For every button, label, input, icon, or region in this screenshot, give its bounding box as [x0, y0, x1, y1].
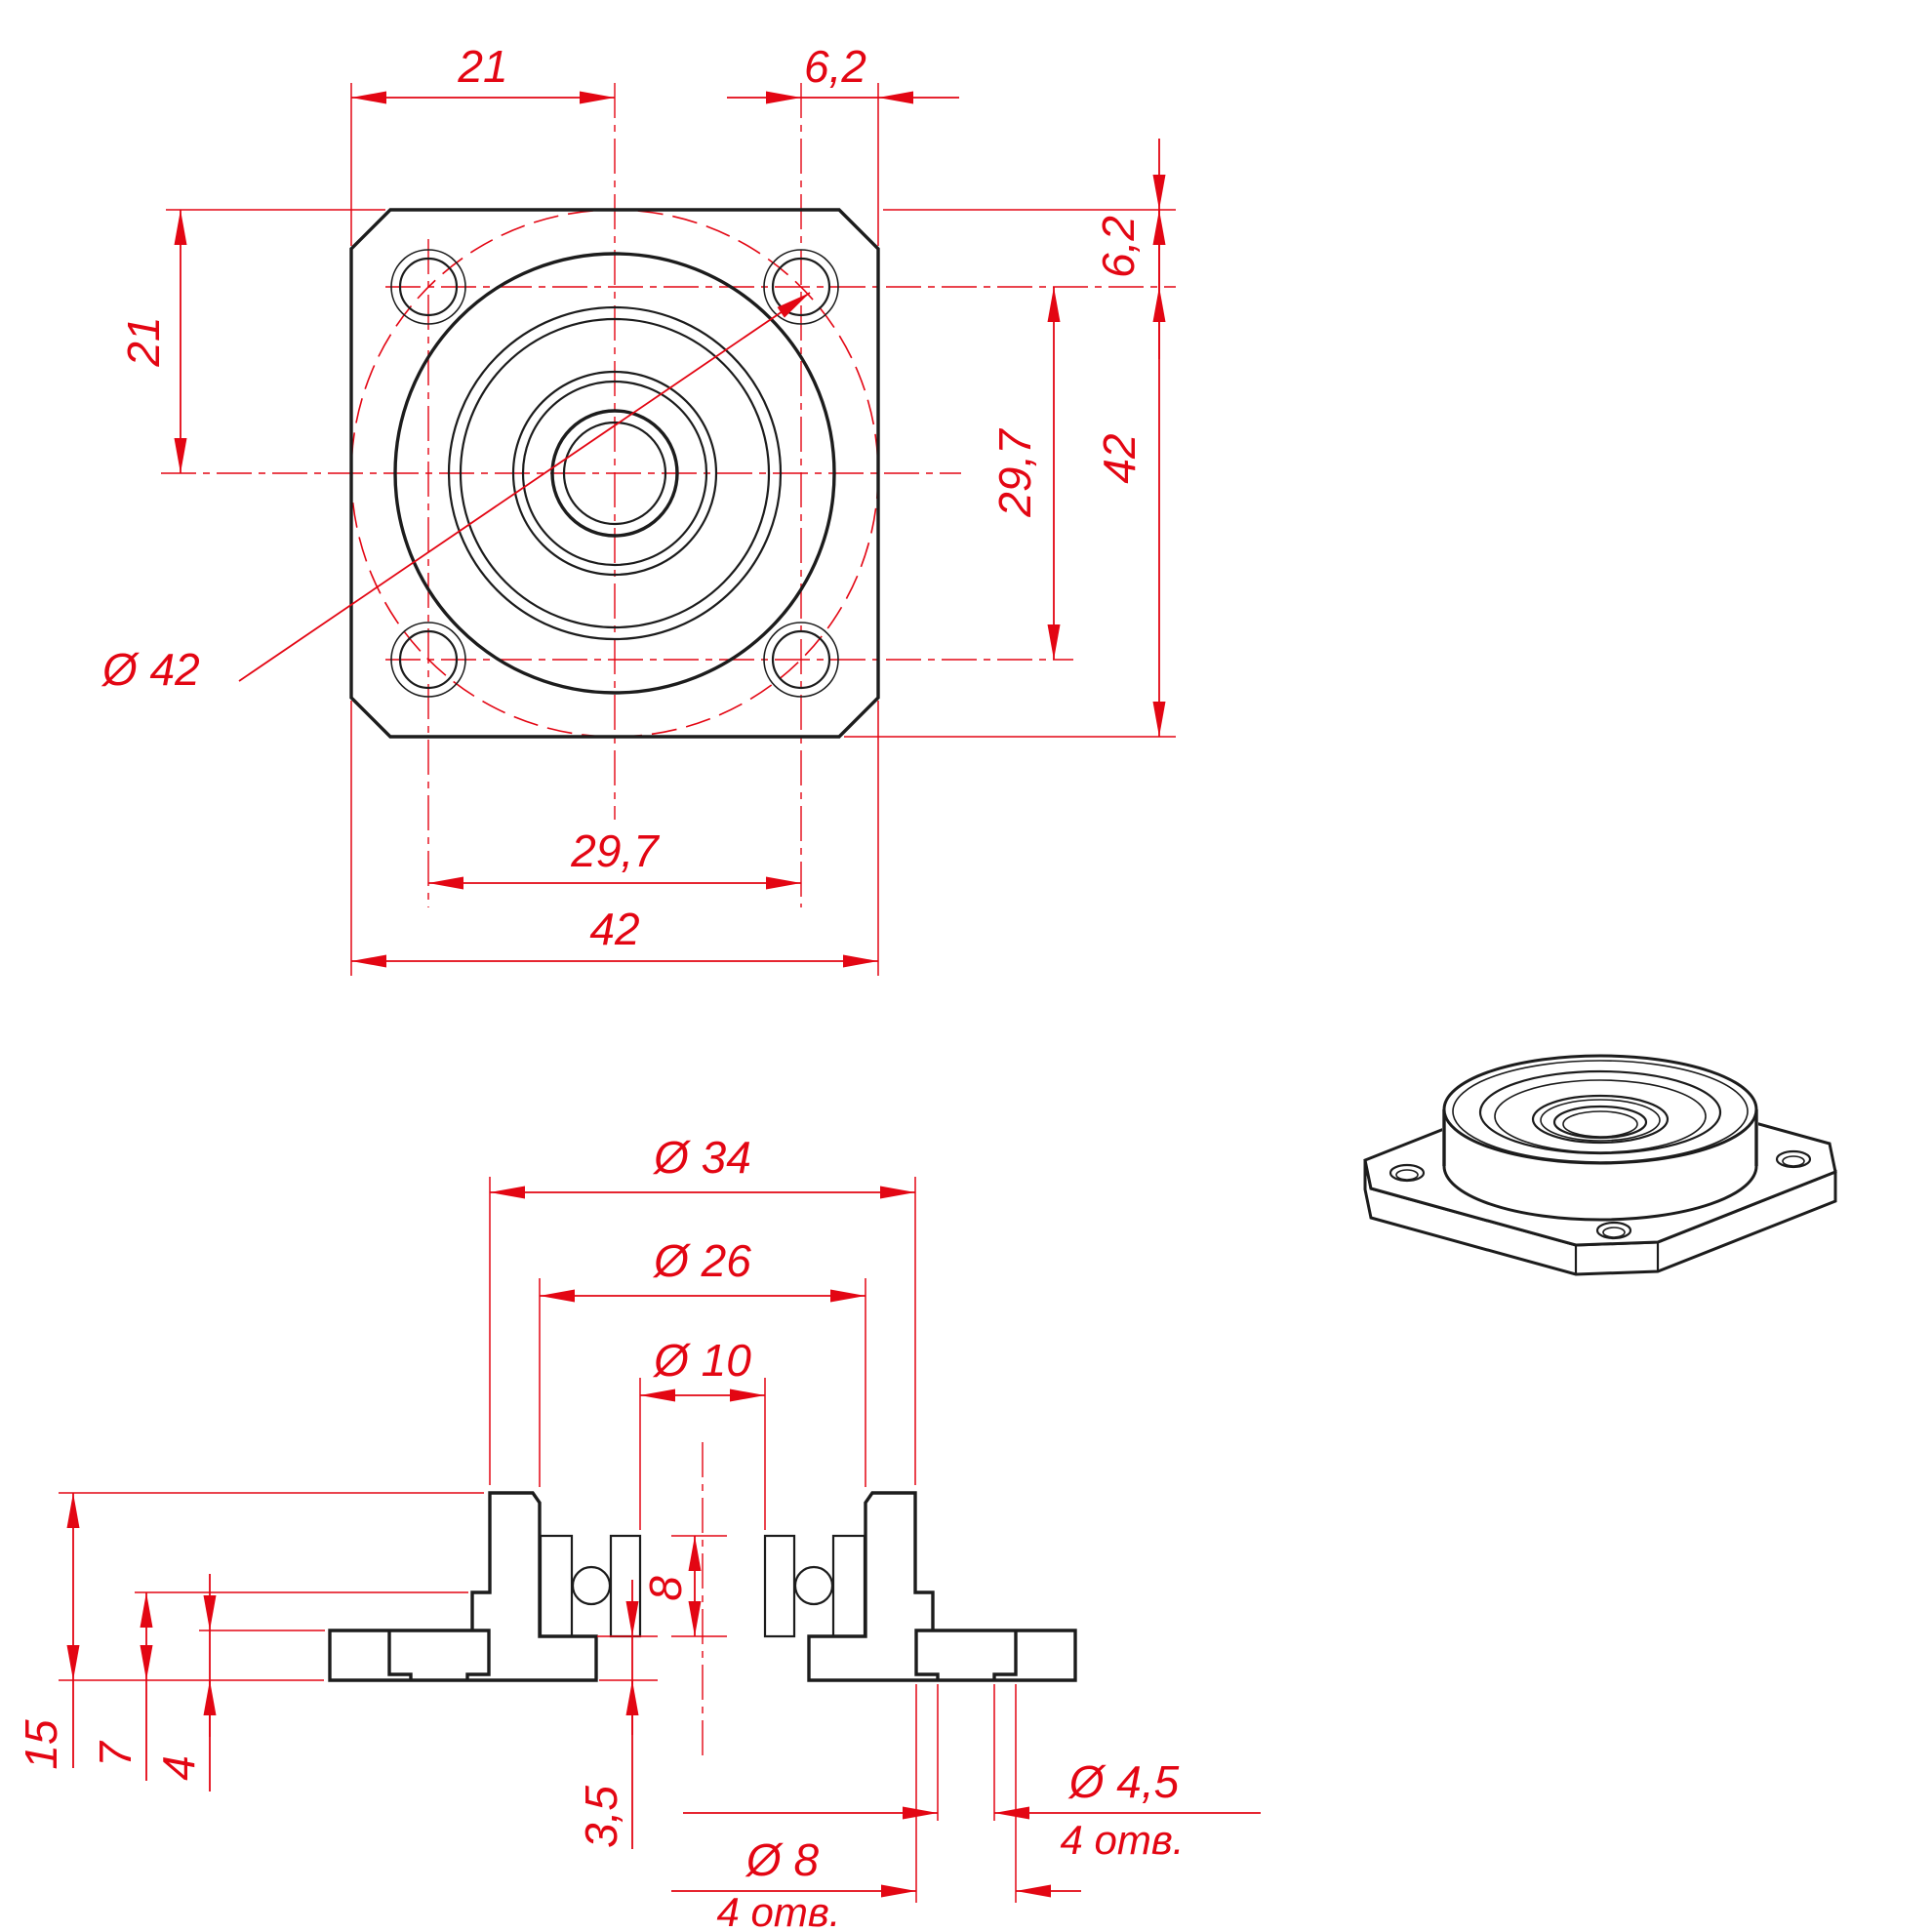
dim-29-7-right: 29,7 — [989, 287, 1061, 660]
section-extension-lines — [59, 1177, 1017, 1903]
dim-6-2-top-label: 6,2 — [804, 41, 866, 92]
dim-42-bottom: 42 — [351, 904, 878, 968]
dim-7-label: 7 — [90, 1741, 141, 1767]
dim-21-top: 21 — [351, 41, 615, 104]
dim-6-2-right-label: 6,2 — [1093, 216, 1144, 278]
dim-d4-5-note: 4 отв. — [1061, 1817, 1185, 1863]
dim-15: 15 — [16, 1493, 80, 1770]
flange-outline — [349, 208, 880, 739]
dim-d26-label: Ø 26 — [652, 1235, 751, 1286]
dim-21-left: 21 — [118, 210, 187, 473]
dim-3-5: 3,5 — [576, 1580, 639, 1849]
dim-29-7-right-label: 29,7 — [989, 428, 1040, 518]
dim-8-bearing-label: 8 — [640, 1576, 691, 1601]
dim-bolt-circle-leader: Ø 42 — [101, 292, 811, 695]
dim-d4-5-holes: Ø 4,5 4 отв. — [683, 1756, 1261, 1863]
dim-21-left-label: 21 — [118, 316, 169, 367]
dim-42-bottom-label: 42 — [589, 904, 639, 954]
dim-29-7-bottom-label: 29,7 — [570, 825, 660, 876]
iso-bolt-holes — [1389, 1149, 1812, 1240]
dim-7: 7 — [90, 1592, 153, 1781]
dim-6-2-top: 6,2 — [727, 41, 959, 104]
dim-3-5-label: 3,5 — [576, 1786, 626, 1848]
dim-d10: Ø 10 — [640, 1335, 765, 1402]
iso-bore — [1552, 1105, 1648, 1140]
boss-circle — [393, 252, 836, 695]
housing-section-left — [328, 1491, 598, 1682]
dim-d34: Ø 34 — [490, 1132, 915, 1199]
housing-section-right — [807, 1491, 1077, 1682]
dim-bolt-circle-label: Ø 42 — [101, 644, 200, 695]
iso-boss — [1442, 1054, 1758, 1222]
bolt-hole-top-left — [390, 249, 466, 325]
isometric-view — [1363, 1054, 1837, 1276]
section-view: Ø 34 Ø 26 Ø 10 15 7 4 8 — [16, 1132, 1261, 1932]
dim-d26: Ø 26 — [540, 1235, 865, 1303]
dim-8-bearing: 8 — [640, 1536, 702, 1636]
dim-42-right: 42 — [1094, 210, 1166, 737]
dim-29-7-bottom: 29,7 — [428, 825, 801, 890]
bearing-ball-left — [571, 1565, 612, 1606]
dim-d8-holes: Ø 8 4 отв. — [671, 1834, 1081, 1932]
dim-15-label: 15 — [16, 1719, 66, 1770]
dim-21-top-label: 21 — [457, 41, 507, 92]
bolt-hole-bottom-right — [763, 622, 839, 698]
bearing-ball-right — [793, 1565, 834, 1606]
bore-circle — [550, 409, 679, 538]
dim-4-label: 4 — [153, 1755, 204, 1781]
dim-42-right-label: 42 — [1094, 433, 1145, 483]
dim-d34-label: Ø 34 — [652, 1132, 751, 1183]
top-view: 21 6,2 21 6,2 29,7 42 29,7 — [101, 41, 1176, 976]
dim-4: 4 — [153, 1574, 217, 1791]
dim-d10-label: Ø 10 — [652, 1335, 751, 1386]
dim-d8-note: 4 отв. — [717, 1889, 841, 1932]
top-view-extension-lines — [166, 83, 1176, 976]
dim-d4-5-label: Ø 4,5 — [1067, 1756, 1180, 1807]
flange-top-geometry — [349, 208, 880, 739]
dim-d8-label: Ø 8 — [745, 1834, 820, 1885]
bolt-hole-bottom-left — [390, 622, 466, 698]
